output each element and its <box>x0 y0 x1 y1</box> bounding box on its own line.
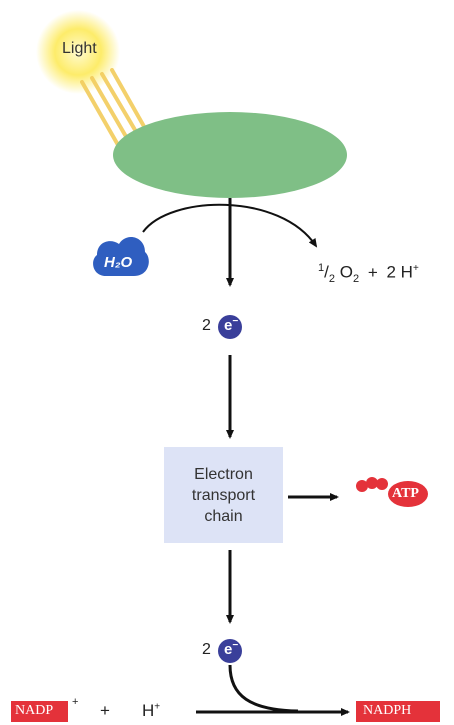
reactant-plus-sign: + <box>100 701 110 720</box>
oxygen-symbol: O <box>339 262 353 282</box>
nadp-label: NADP <box>15 703 54 718</box>
photosystem-ellipse <box>113 112 347 198</box>
oxygen-subscript: 2 <box>352 273 360 286</box>
electron-symbol-2: e− <box>224 640 238 658</box>
protons-label: 2 H <box>386 262 413 282</box>
electron-count: 2 <box>202 317 211 334</box>
atp-label: ATP <box>392 486 419 501</box>
electron-merge-arrow <box>228 664 299 713</box>
nadp-charge: + <box>72 696 79 708</box>
nadph-label: NADPH <box>363 703 412 718</box>
atp-molecule-icon <box>356 477 428 507</box>
fraction-numerator: 1 <box>318 262 325 274</box>
water-molecule-icon <box>93 237 149 276</box>
proton-symbol: H <box>142 701 155 720</box>
proton-label: H+ <box>142 701 160 721</box>
etc-line-2: transport <box>191 486 256 504</box>
water-splitting-arrow <box>142 203 318 248</box>
nadp-box <box>11 701 68 722</box>
electron-count-2: 2 <box>202 641 211 658</box>
etc-line-3: chain <box>204 507 243 525</box>
electron-symbol: e− <box>224 316 238 334</box>
fraction-denominator: 2 <box>328 273 335 286</box>
protons-charge: + <box>412 263 419 274</box>
light-beam-icon <box>80 68 148 147</box>
light-label: Light <box>62 40 97 57</box>
electron-letter: e <box>224 317 233 334</box>
electron-icon-2 <box>218 639 242 663</box>
oxygen-protons-label: 1/2 O2 + 2 H+ <box>318 262 419 285</box>
electron-charge-2: − <box>232 640 239 651</box>
fraction-slash: / <box>324 262 329 282</box>
electron-charge: − <box>232 316 239 327</box>
proton-charge: + <box>154 701 161 713</box>
water-label: H₂O <box>104 254 133 271</box>
nadph-box <box>356 701 440 722</box>
electron-letter-2: e <box>224 641 233 658</box>
electron-icon <box>218 315 242 339</box>
electron-transport-chain-box: Electron transport chain <box>164 447 283 543</box>
plus-sign: + <box>367 262 378 282</box>
light-glow-icon <box>36 10 120 94</box>
etc-line-1: Electron <box>194 465 253 483</box>
